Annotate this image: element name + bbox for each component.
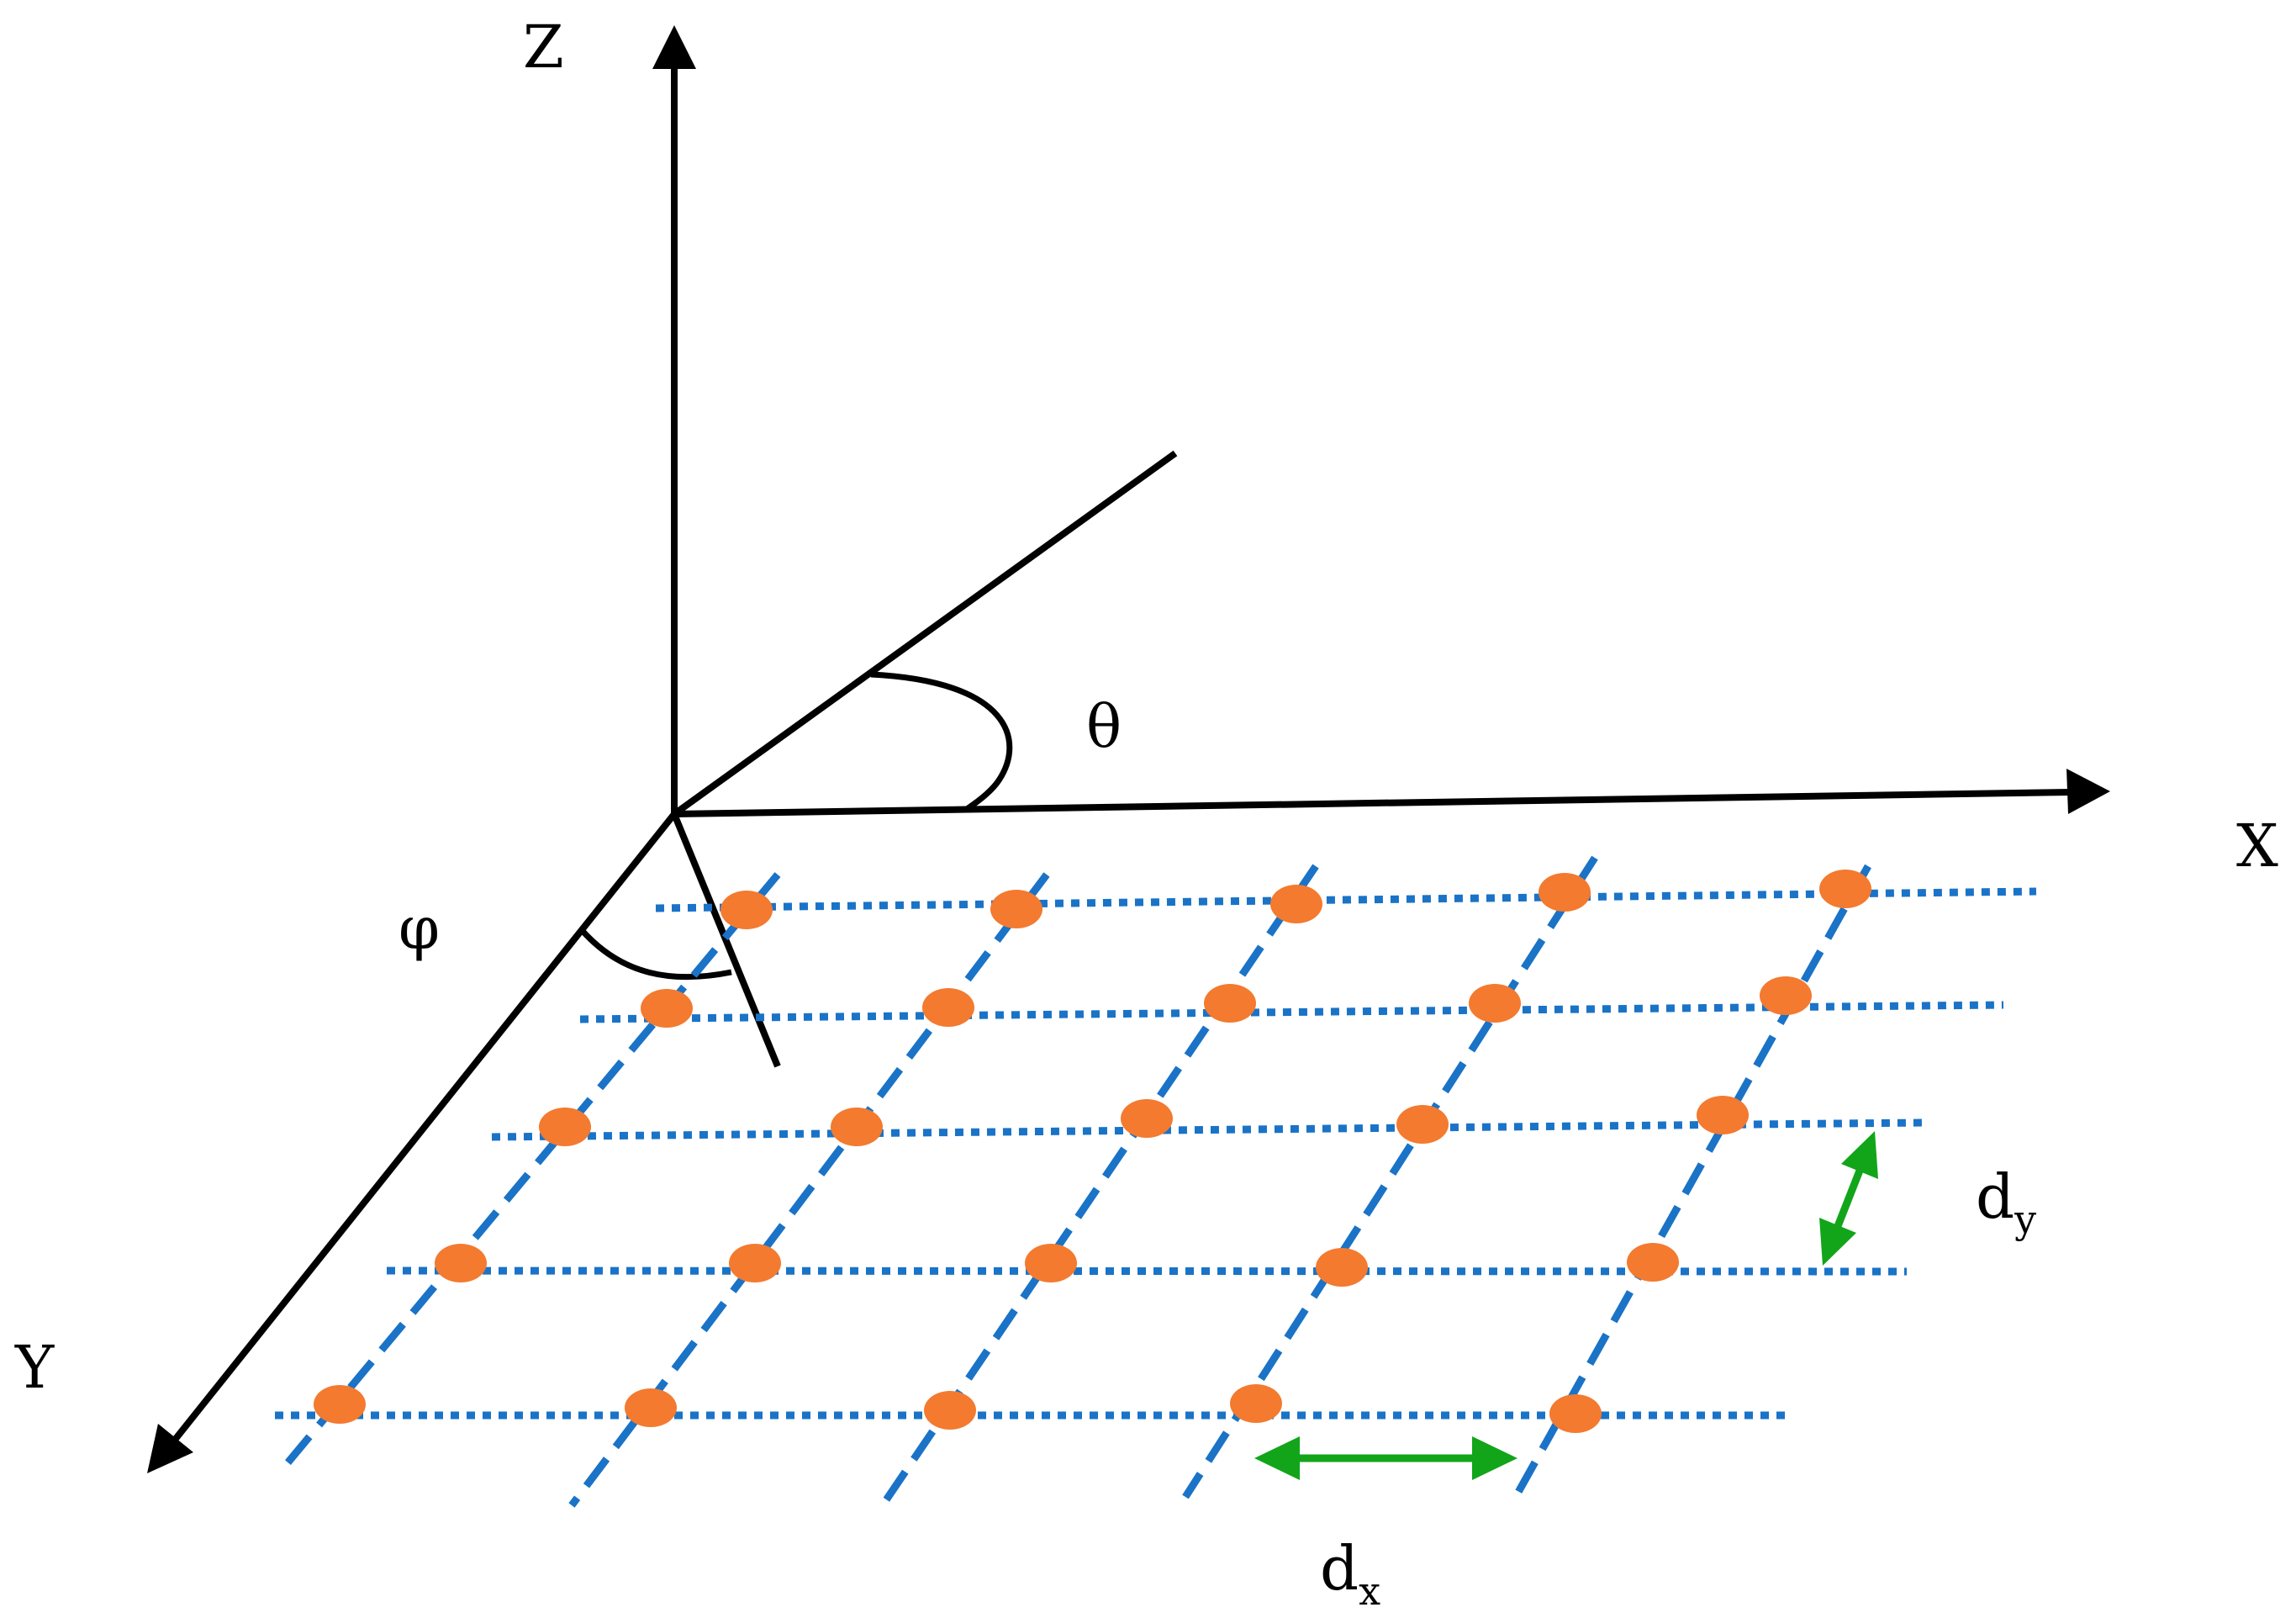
array-element-r5-c1 [314,1385,366,1424]
theta-arc [870,671,1013,812]
array-element-r3-c1 [539,1108,591,1146]
grid-row-lines [275,887,2037,1420]
dy-arrow-shaft [1834,1169,1864,1228]
dy-label-subscript: y [2014,1197,2036,1242]
coordinate-axes [147,25,2110,1473]
grid-row-line-1 [655,887,2037,912]
z-axis-arrowhead [652,25,696,69]
dy-arrow-head-bottom [1819,1218,1856,1266]
array-element-r1-c2 [990,890,1042,928]
grid-column-line-4 [1182,855,1598,1499]
array-element-r5-c5 [1549,1394,1602,1433]
x-axis-arrowhead [2066,769,2110,814]
x-axis [673,789,2071,817]
array-element-r1-c1 [720,891,773,929]
array-element-r1-c5 [1819,870,1871,908]
dy-arrow-head-top [1841,1131,1878,1179]
array-element-r1-c3 [1270,885,1322,923]
phi-arc [579,928,732,981]
array-element-r4-c1 [435,1244,487,1282]
y-axis [172,812,678,1442]
array-element-r2-c3 [1204,984,1256,1023]
array-element-r3-c3 [1121,1099,1173,1138]
dx-label-subscript: x [1359,1568,1380,1614]
array-element-r2-c4 [1469,984,1521,1023]
grid-row-line-4 [386,1266,1908,1276]
direction-ray [672,450,1178,817]
x-axis-label: X [2236,812,2278,880]
projection-ray [671,812,781,1068]
dx-arrow-head-right [1472,1436,1517,1480]
grid-column-line-1 [278,872,781,1473]
array-element-r4-c2 [729,1244,781,1282]
array-elements [314,870,1871,1433]
array-element-r4-c3 [1025,1244,1077,1282]
dy-label-main: d [1976,1161,2014,1232]
y-axis-label: Y [14,1333,55,1402]
array-element-r1-c4 [1539,873,1591,912]
array-element-r2-c5 [1760,976,1812,1015]
array-element-r3-c4 [1396,1105,1449,1144]
dx-spacing-arrow [1254,1436,1517,1480]
direction-rays [671,450,1178,1068]
array-element-r5-c3 [924,1391,976,1430]
array-element-r3-c5 [1697,1096,1749,1134]
dx-label: dx [1320,1533,1380,1614]
array-element-r4-c4 [1316,1248,1368,1287]
dx-arrow-head-left [1254,1436,1300,1480]
array-element-r2-c2 [922,988,974,1027]
array-element-r3-c2 [831,1108,883,1146]
array-element-r5-c2 [625,1388,677,1427]
dx-label-main: d [1320,1533,1359,1604]
z-axis-label: Z [523,13,564,82]
array-element-r5-c4 [1230,1384,1282,1423]
array-element-r2-c1 [641,989,693,1028]
dy-spacing-arrow [1819,1131,1878,1266]
array-element-r4-c5 [1627,1243,1679,1282]
y-axis-arrowhead [147,1424,193,1473]
phi-label: φ [399,894,440,963]
theta-label: θ [1086,692,1122,761]
dy-label: dy [1976,1161,2036,1242]
